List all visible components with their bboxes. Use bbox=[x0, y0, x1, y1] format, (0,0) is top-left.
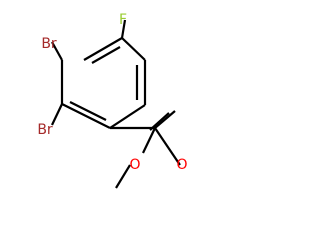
bond-c2-c3 bbox=[121, 37, 146, 61]
bond-carbonyl-o-1 bbox=[154, 127, 181, 166]
bromine-label-bottom: Br bbox=[37, 122, 53, 138]
bond-inner-c1-c2 bbox=[91, 46, 121, 64]
bond-ring-br-top bbox=[51, 41, 63, 61]
bond-ring-fluorine bbox=[120, 19, 127, 39]
structure-diagram: Br F Br O O bbox=[37, 12, 188, 189]
bond-ring-br-bottom bbox=[51, 103, 63, 126]
bond-carbonyl-o-2 bbox=[154, 110, 176, 129]
bond-c1-c2 bbox=[83, 37, 123, 61]
carbonyl-oxygen-label: O bbox=[176, 157, 187, 173]
bond-c5-c6 bbox=[61, 103, 111, 129]
bromine-label-top: Br bbox=[41, 36, 57, 52]
ester-oxygen-label: O bbox=[129, 157, 140, 173]
atom-labels: Br F Br O O bbox=[37, 12, 187, 173]
fluorine-label: F bbox=[119, 12, 127, 28]
bond-methyl bbox=[115, 164, 131, 189]
bond-carbonyl-o-3 bbox=[149, 112, 170, 131]
bond-ester-o bbox=[142, 127, 156, 154]
molecule-canvas: Br F Br O O bbox=[37, 12, 188, 189]
bond-c4-c5 bbox=[109, 104, 146, 129]
bond-inner-c5-c6 bbox=[69, 101, 107, 121]
bonds bbox=[51, 19, 181, 189]
